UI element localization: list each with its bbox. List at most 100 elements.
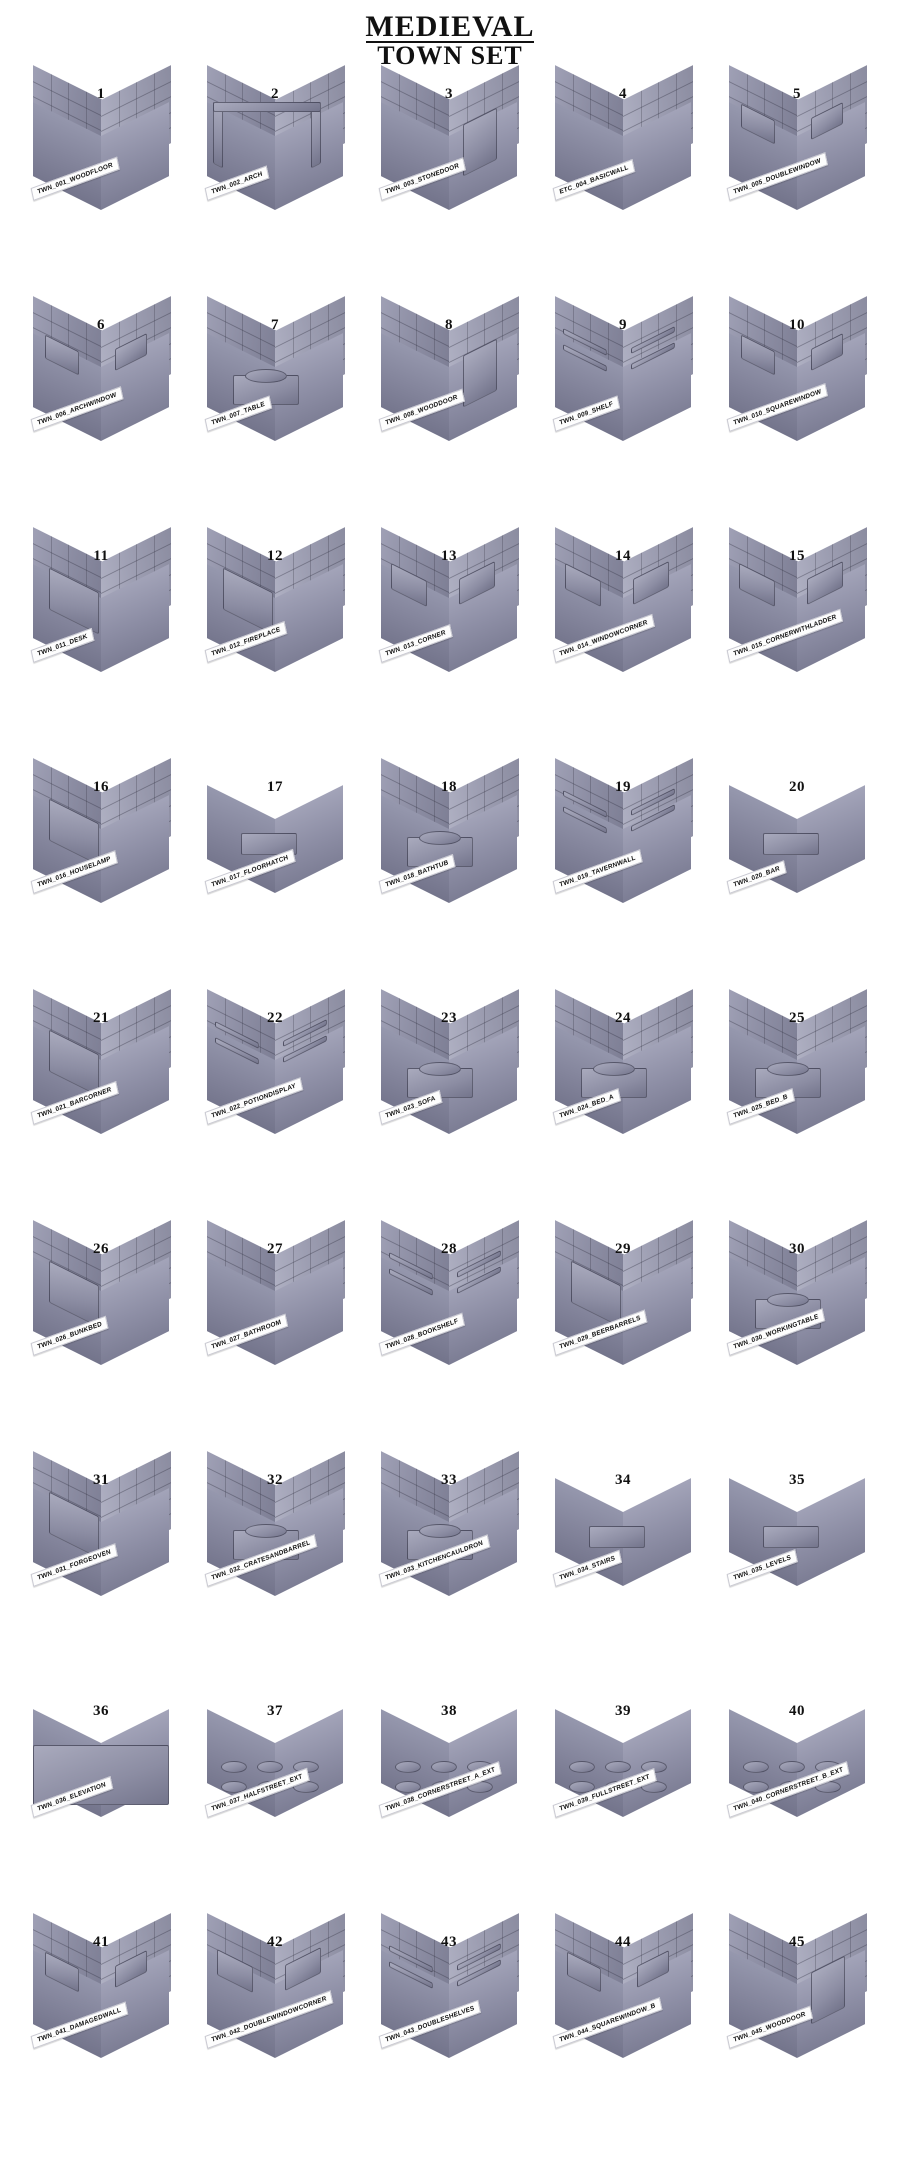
item-label-banner: TWN_014_WINDOWCORNER	[546, 613, 700, 678]
item-label-banner: TWN_045_WOODDOOR	[720, 2005, 874, 2064]
item-number: 6	[97, 317, 105, 333]
item-number: 43	[441, 1934, 457, 1950]
item-number: 17	[267, 779, 283, 795]
item-number: 34	[615, 1472, 631, 1488]
item-number: 24	[615, 1010, 631, 1026]
item-label-banner: TWN_028_BOOKSHELF	[372, 1312, 526, 1371]
item-number: 35	[789, 1472, 805, 1488]
model-detail	[395, 1761, 421, 1773]
item-label-banner: TWN_024_BED_A	[546, 1088, 700, 1140]
item-label-banner: TWN_034_STAIRS	[546, 1549, 700, 1602]
item-model-thumbnail	[715, 1478, 879, 1604]
item-number: 13	[441, 548, 457, 564]
item-number: 2	[271, 86, 279, 102]
item-number: 16	[93, 779, 109, 795]
item-label-banner: TWN_017_FLOORHATCH	[198, 849, 352, 909]
item-label-banner: TWN_033_KITCHENCAULDRON	[372, 1534, 526, 1602]
item-model-thumbnail	[541, 1709, 705, 1835]
item-number: 19	[615, 779, 631, 795]
model-detail	[569, 1781, 595, 1793]
item-label-banner: TWN_005_DOUBLEWINDOW	[720, 152, 874, 216]
item-number: 4	[619, 86, 627, 102]
item-number: 33	[441, 1472, 457, 1488]
model-detail	[419, 1524, 461, 1538]
item-label-banner: ETC_004_BASICWALL	[546, 158, 700, 216]
item-label-banner: TWN_040_CORNERSTREET_B_EXT	[720, 1761, 874, 1833]
item-number: 1	[97, 86, 105, 102]
item-number: 32	[267, 1472, 283, 1488]
item-label-banner: TWN_026_BUNKBED	[24, 1315, 178, 1371]
item-number: 27	[267, 1241, 283, 1257]
item-label-banner: TWN_025_BED_B	[720, 1088, 874, 1140]
item-label-banner: TWN_039_FULLSTREET_EXT	[546, 1768, 700, 1833]
item-number: 42	[267, 1934, 283, 1950]
item-label-banner: TWN_018_BATHTUB	[372, 854, 526, 909]
item-label-banner: TWN_009_SHELF	[546, 395, 700, 447]
item-label-banner: TWN_003_STONEDOOR	[372, 157, 526, 216]
item-number: 31	[93, 1472, 109, 1488]
item-model-thumbnail	[541, 1478, 705, 1604]
item-number: 21	[93, 1010, 109, 1026]
item-label-banner: TWN_041_DAMAGEDWALL	[24, 2001, 178, 2064]
item-number: 8	[445, 317, 453, 333]
item-label-banner: TWN_010_SQUAREWINDOW	[720, 383, 874, 447]
item-label-banner: TWN_019_TAVERNWALL	[546, 849, 700, 909]
item-number: 5	[793, 86, 801, 102]
item-number: 30	[789, 1241, 805, 1257]
item-number: 11	[93, 548, 109, 564]
item-label-banner: TWN_027_BATHROOM	[198, 1313, 352, 1371]
item-label-banner: TWN_036_ELEVATION	[24, 1776, 178, 1833]
